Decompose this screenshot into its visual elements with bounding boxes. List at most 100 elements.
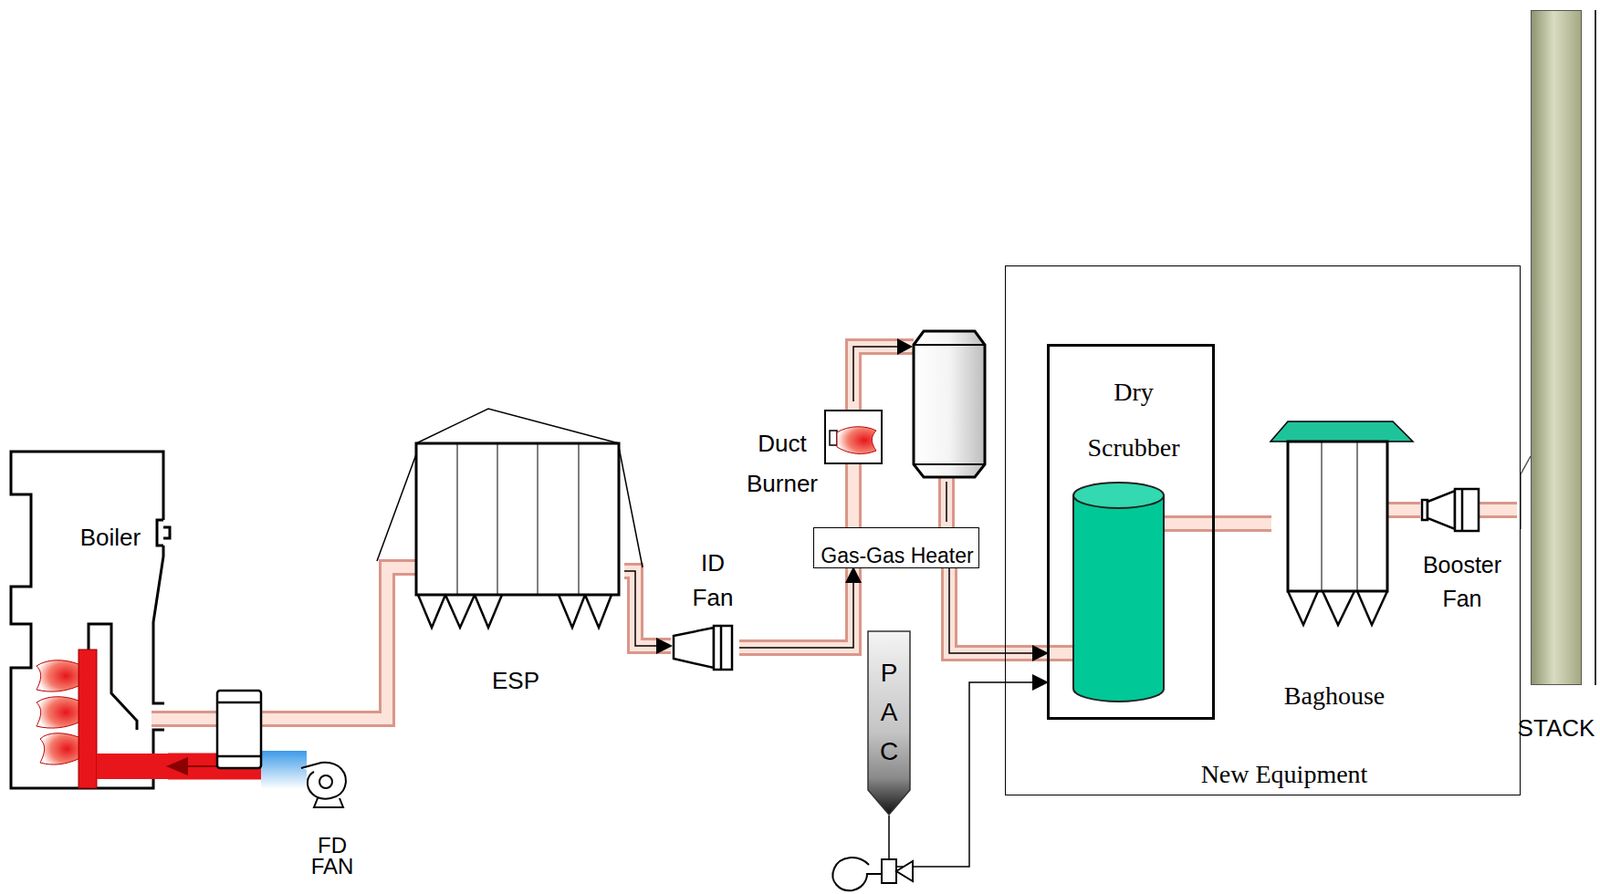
id-fan: ID Fan [670, 538, 740, 676]
fan-cone [1427, 491, 1455, 530]
equipment-label: Gas-Gas Heater [820, 543, 973, 569]
baghouse-compartments [1321, 441, 1358, 592]
pac-blower [832, 857, 913, 891]
burner-wall [78, 649, 97, 789]
duct-inner [151, 713, 170, 725]
vessel-body [913, 331, 985, 478]
booster-fan-symbol [1422, 489, 1479, 532]
fan-base [313, 798, 344, 808]
esp-fields [457, 443, 579, 596]
boiler-unit: Boiler [10, 451, 168, 790]
burner-flames [36, 660, 79, 765]
duct-connector [888, 682, 1047, 868]
flow-line [624, 571, 671, 647]
duct-inner [949, 568, 1047, 654]
vessel-seam [913, 345, 985, 465]
id-fan-symbol [673, 626, 733, 670]
flow-line [853, 346, 900, 402]
duct-outer [624, 571, 671, 647]
esp-unit: ESP [416, 406, 625, 699]
baghouse-roof [1270, 421, 1413, 442]
stack-unit: STACK [1513, 10, 1598, 750]
duct-connector [949, 568, 1047, 654]
esp-roof [416, 408, 619, 444]
equipment-label: Dry Scrubber [1087, 364, 1180, 476]
stack-edge-line [1594, 10, 1597, 686]
baghouse-hoppers [1287, 591, 1388, 626]
boiler-notch [156, 520, 170, 546]
flow-line [739, 568, 854, 649]
duct-connector [739, 568, 854, 649]
duct-inner [167, 567, 417, 720]
equipment-label: Boiler [80, 523, 141, 552]
flow-arrowhead [897, 338, 913, 356]
flame [40, 733, 79, 765]
equipment-label: Booster Fan [1422, 548, 1502, 617]
duct-inner [1507, 504, 1514, 516]
blower-scroll [832, 857, 882, 891]
duct-inner [624, 571, 671, 647]
flow-line [945, 481, 948, 523]
air-duct-blue [261, 751, 307, 790]
injection-line [888, 682, 1047, 868]
boiler-wall [153, 545, 165, 704]
scrubber-vessel [1073, 482, 1164, 702]
equipment-label: ESP [491, 667, 540, 695]
duct-connector [1413, 510, 1418, 512]
duct-connector [167, 567, 417, 720]
dry-scrubber: Dry Scrubber [1046, 344, 1215, 721]
duct-segments [151, 338, 1517, 720]
duct-connector [624, 571, 671, 647]
fan-housing-line [720, 626, 723, 670]
duct-outer [739, 568, 854, 649]
equipment-label: Duct Burner [746, 423, 818, 504]
fd-fan: FD FAN [301, 757, 366, 890]
duct-connector [1507, 510, 1514, 512]
flow-line [167, 567, 417, 720]
boiler-outline [10, 451, 170, 789]
esp-housing [376, 408, 643, 628]
pac-silo: PAC [867, 630, 911, 816]
esp-hoppers [418, 595, 612, 628]
duct-outer [1214, 515, 1272, 533]
rotary-valve [881, 859, 897, 884]
scrubber-top [1073, 482, 1164, 509]
new-equipment-boundary: Dry ScrubberBaghouseNew Equipment [1004, 265, 1521, 796]
duct-outer [167, 567, 417, 720]
fan-cone [673, 627, 714, 669]
duct-inner [847, 464, 859, 528]
duct-outer [1413, 501, 1418, 519]
duct-burner: Duct Burner [824, 409, 883, 465]
equipment-label: PAC [876, 653, 902, 772]
reactor-vessel [913, 331, 985, 478]
air-heater [217, 690, 262, 769]
flow-line [949, 568, 1047, 654]
valve-cone [896, 861, 913, 882]
air-duct-red [96, 753, 170, 780]
air-heater-flange [217, 701, 262, 705]
flame-symbol [829, 427, 877, 455]
flow-line [1413, 509, 1418, 512]
flame [836, 427, 877, 455]
duct-outer [845, 464, 862, 528]
air-heater-flange [217, 755, 262, 759]
baghouse-body [1287, 441, 1388, 592]
flow-line [1214, 522, 1272, 525]
flow-line [1507, 509, 1514, 512]
equipment-label: STACK [1517, 714, 1596, 743]
baghouse-unit: Baghouse [1271, 420, 1414, 718]
baghouse-housing [1270, 421, 1413, 626]
flame [36, 660, 79, 692]
equipment-label: Baghouse [1284, 681, 1385, 712]
fan-scroll [301, 763, 346, 800]
duct-inner [1413, 504, 1418, 516]
duct-outer [151, 711, 170, 728]
burner-nozzle [829, 430, 837, 446]
duct-outer [1507, 501, 1514, 519]
duct-inner [1214, 518, 1272, 530]
equipment-label: ID Fan [692, 545, 734, 616]
flame [36, 697, 79, 729]
duct-outer [949, 568, 1047, 654]
duct-connector [853, 464, 855, 528]
